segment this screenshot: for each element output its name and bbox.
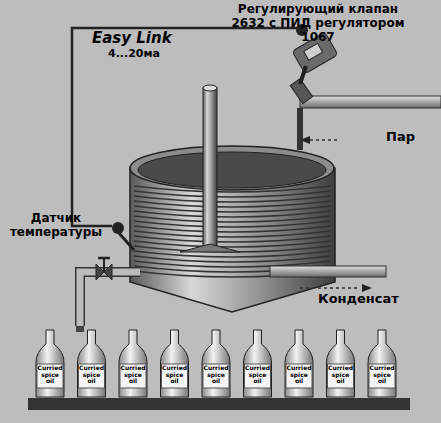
bottle-row [36,330,396,397]
coil-winding [134,236,331,242]
bottle-label-patch [369,364,395,388]
bottle-label: Curried spice oil [328,365,354,385]
bottle-label: Curried spice oil [162,365,188,385]
bottle-label-patch [162,364,188,388]
bottle [36,330,64,397]
bottle-label-patch [37,364,63,388]
steam-coil [134,186,331,277]
coil-winding [134,221,331,227]
bottle [327,330,355,397]
bottle-label-patch [328,364,354,388]
coil-winding [134,211,331,217]
sensor-callout: Датчик температуры [8,212,104,240]
coil-winding [134,216,331,222]
temperature-sensor [112,222,134,250]
signal-range: 4...20ма [108,48,178,61]
coil-winding [134,201,331,207]
steam-arrow [310,139,340,141]
conveyor [28,398,410,410]
bottle-label-patch [120,364,146,388]
bottle-label-patch [286,364,312,388]
condensate-pipe [270,266,386,277]
bottle-label-patch [79,364,105,388]
condensate-label: Конденсат [318,292,418,307]
coil-winding [134,191,331,197]
coil-winding [134,186,331,192]
coil-winding [134,196,331,202]
tank-top [130,146,334,190]
coil-inlet [297,108,303,150]
easylink-logo: Easy Link [92,30,172,47]
bottle-label-patch [245,364,271,388]
bottle [368,330,396,397]
coil-winding [134,226,331,232]
bottle [202,330,230,397]
bottle [161,330,189,397]
outlet-pipe [80,272,140,326]
coil-winding [134,256,331,262]
steam-label: Пар [386,130,426,145]
bottle [78,330,106,397]
bottle-label: Curried spice oil [120,365,146,385]
bottle-label-patch [203,364,229,388]
outlet-valve [96,258,112,280]
bottle-label: Curried spice oil [245,365,271,385]
steam-pipe [300,96,441,108]
bottle [285,330,313,397]
bottle-label: Curried spice oil [369,365,395,385]
centre-pipe [203,88,217,248]
coil-winding [134,231,331,237]
agitator [180,244,240,252]
coil-winding [134,241,331,247]
bottle-label: Curried spice oil [37,365,63,385]
bottle [119,330,147,397]
bottle-label: Curried spice oil [203,365,229,385]
bottle-label: Curried spice oil [79,365,105,385]
condensate-arrow [300,287,360,289]
bottle-label: Curried spice oil [286,365,312,385]
bottle [244,330,272,397]
condensate-arrowhead [362,284,372,292]
valve-callout: Регулирующий клапан 2632 с ПИД регулятор… [228,3,408,44]
coil-winding [134,206,331,212]
tank-opening [138,152,326,188]
